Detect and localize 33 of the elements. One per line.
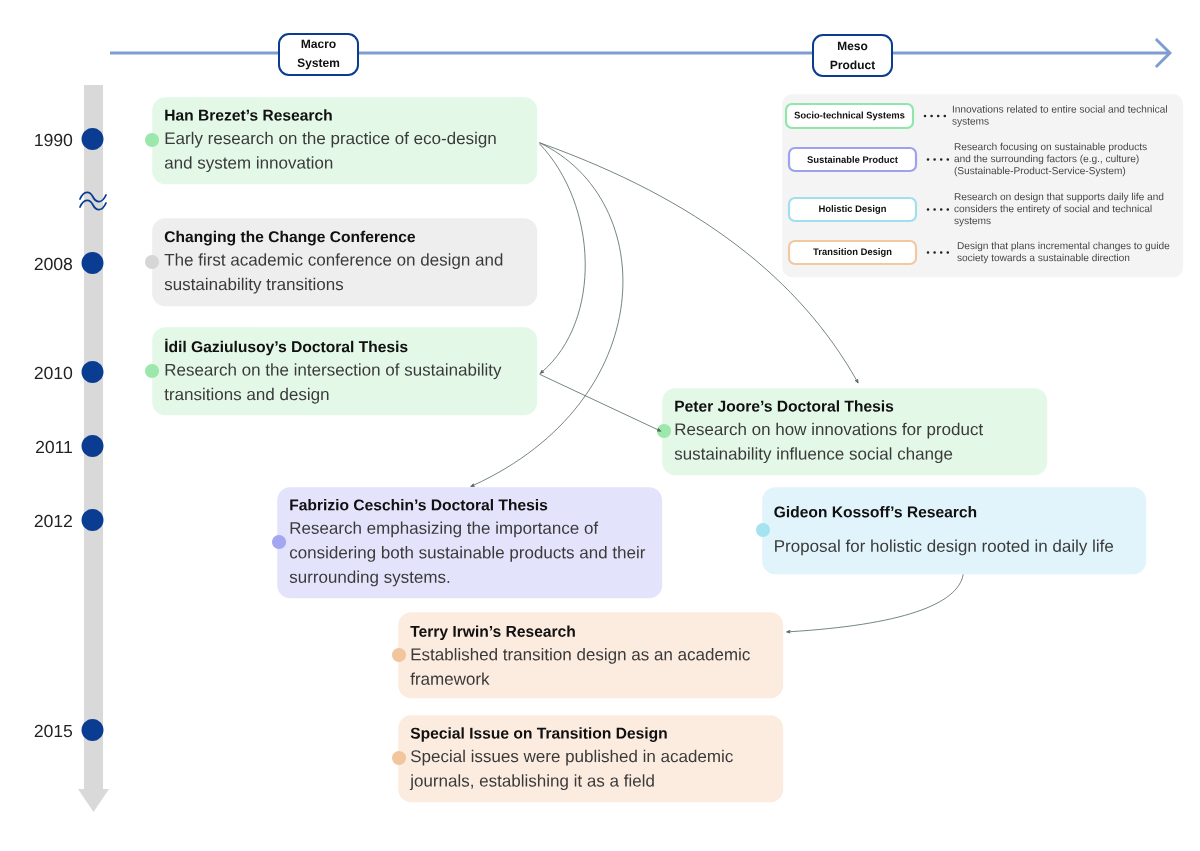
event-card: İdil Gaziulusoy’s Doctoral Thesis Research on the intersection of sustainability transitions and design: [152, 327, 538, 416]
axis-label-box: Meso Product: [812, 34, 893, 77]
category-chip: Socio-technical Systems: [784, 102, 915, 130]
year-label: 2012: [34, 514, 72, 528]
category-description: Research on design that supports daily life and considers the entirety of social and technical systems: [954, 192, 1164, 227]
dotted-leader: [926, 208, 950, 211]
dotted-leader: [923, 114, 947, 118]
year-label: 2010: [34, 366, 73, 380]
year-label: 2011: [36, 440, 72, 454]
category-description: Research focusing on sustainable products and the surrounding factors (e.g., culture) (Sustainable-Product-Service-System): [954, 142, 1147, 177]
year-label: 2008: [34, 257, 73, 271]
arrow: [470, 142, 623, 487]
axis-label-box: Macro System: [278, 33, 359, 76]
category-chip: Sustainable Product: [787, 146, 918, 173]
dotted-leader: [926, 158, 950, 161]
category-description: Design that plans incremental changes to guide society towards a sustainable direction: [957, 241, 1170, 264]
arrow: [786, 574, 964, 634]
category-chip: Transition Design: [787, 239, 918, 266]
event-card: Han Brezet’s Research Early research on the practice of eco-design and system innovation: [152, 97, 538, 185]
dotted-leader: [926, 251, 950, 254]
event-card: Fabrizio Ceschin’s Doctoral Thesis Research emphasizing the importance of considering both sustainable products and their surrounding systems.: [277, 487, 663, 599]
category-description: Innovations related to entire social and technical systems: [952, 105, 1167, 127]
event-card: Changing the Change Conference The first academic conference on design and sustainability transitions: [152, 218, 538, 307]
year-label: 2015: [34, 724, 73, 738]
arrow: [539, 143, 586, 374]
year-label: 1990: [35, 133, 73, 147]
event-card: Terry Irwin’s Research Established transition design as an academic framework: [398, 612, 784, 699]
category-chip: Holistic Design: [787, 196, 918, 223]
arrow: [539, 142, 859, 384]
event-card: Gideon Kossoff’s Research Proposal for holistic design rooted in daily life: [762, 487, 1147, 575]
arrow: [539, 373, 662, 432]
event-card: Peter Joore’s Doctoral Thesis Research on how innovations for product sustainability influence social change: [662, 388, 1048, 476]
event-card: Special Issue on Transition Design Special issues were published in academic journals, establishing it as a field: [398, 715, 784, 803]
